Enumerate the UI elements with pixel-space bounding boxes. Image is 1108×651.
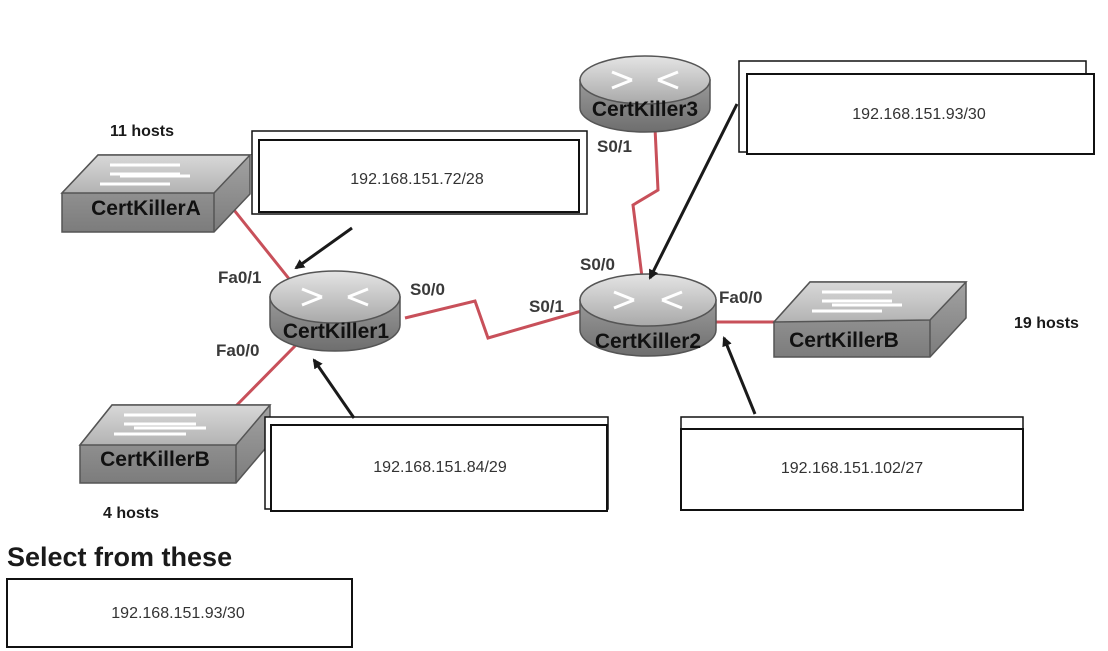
switch-certkillera: CertKillerA [60, 154, 252, 233]
port-label-r2-s01: S0/1 [529, 297, 564, 316]
switch-label: CertKillerB [100, 448, 210, 471]
router-arrows-icon [613, 290, 683, 310]
pointer-arrows [294, 103, 757, 419]
switch-label: CertKillerA [91, 197, 201, 220]
selection-heading: Select from these [7, 542, 232, 572]
port-label-r2-s00: S0/0 [580, 255, 615, 274]
switch-arrows-icon [100, 163, 190, 186]
subnet-value: 192.168.151.93/30 [852, 106, 986, 123]
arrow-to-router2-from-top [648, 103, 739, 280]
drop-target-r3-r2-link[interactable]: 192.168.151.93/30 [738, 60, 1095, 155]
selectable-option[interactable]: 192.168.151.93/30 [6, 578, 353, 648]
drop-target-switch-b-right-lan[interactable]: 192.168.151.102/27 [680, 416, 1024, 511]
switch-arrows-icon [812, 290, 902, 313]
router-certkiller1: CertKiller1 [269, 270, 401, 352]
link-router1-to-switch-b-left [230, 343, 298, 412]
drop-target-switch-a-lan[interactable]: 192.168.151.72/28 [251, 130, 588, 215]
host-count-switch-a: 11 hosts [110, 123, 174, 140]
arrow-to-router1-from-top [294, 226, 353, 270]
subnet-value: 192.168.151.72/28 [350, 171, 484, 188]
subnet-value: 192.168.151.102/27 [781, 460, 923, 477]
router-arrows-icon [301, 287, 369, 307]
drop-target-switch-b-left-lan[interactable]: 192.168.151.84/29 [264, 416, 609, 512]
links [228, 127, 792, 412]
option-value: 192.168.151.93/30 [111, 605, 245, 622]
router-arrows-icon [611, 70, 679, 90]
router-label: CertKiller1 [283, 320, 390, 343]
router-certkiller3: CertKiller3 [579, 55, 711, 133]
switch-certkillerb-right: CertKillerB [772, 281, 968, 358]
switch-label: CertKillerB [789, 329, 899, 352]
host-count-switch-b-left: 4 hosts [103, 505, 159, 522]
port-label-r2-fa00: Fa0/0 [719, 288, 762, 307]
link-router3-to-router2-serial [631, 127, 660, 286]
port-label-r3-s01: S0/1 [597, 137, 632, 156]
arrow-to-router1-from-bottom [312, 358, 356, 419]
host-count-switch-b-right: 19 hosts [1014, 315, 1079, 332]
arrow-to-router2-from-bottom [722, 336, 757, 415]
router-label: CertKiller2 [595, 330, 701, 353]
switch-arrows-icon [114, 413, 206, 436]
subnet-value: 192.168.151.84/29 [373, 459, 507, 476]
router-label: CertKiller3 [592, 98, 698, 121]
switch-certkillerb-left: CertKillerB [78, 404, 272, 484]
port-label-r1-fa01: Fa0/1 [218, 268, 261, 287]
port-labels: Fa0/1 Fa0/0 S0/0 S0/1 S0/0 Fa0/0 S0/1 [216, 137, 762, 360]
port-label-r1-s00: S0/0 [410, 280, 445, 299]
router-certkiller2: CertKiller2 [579, 273, 717, 357]
link-switch-a-to-router1 [228, 204, 300, 291]
link-router1-to-router2-serial [404, 299, 586, 340]
host-counts: 11 hosts 4 hosts 19 hosts [103, 123, 1079, 522]
port-label-r1-fa00: Fa0/0 [216, 341, 259, 360]
